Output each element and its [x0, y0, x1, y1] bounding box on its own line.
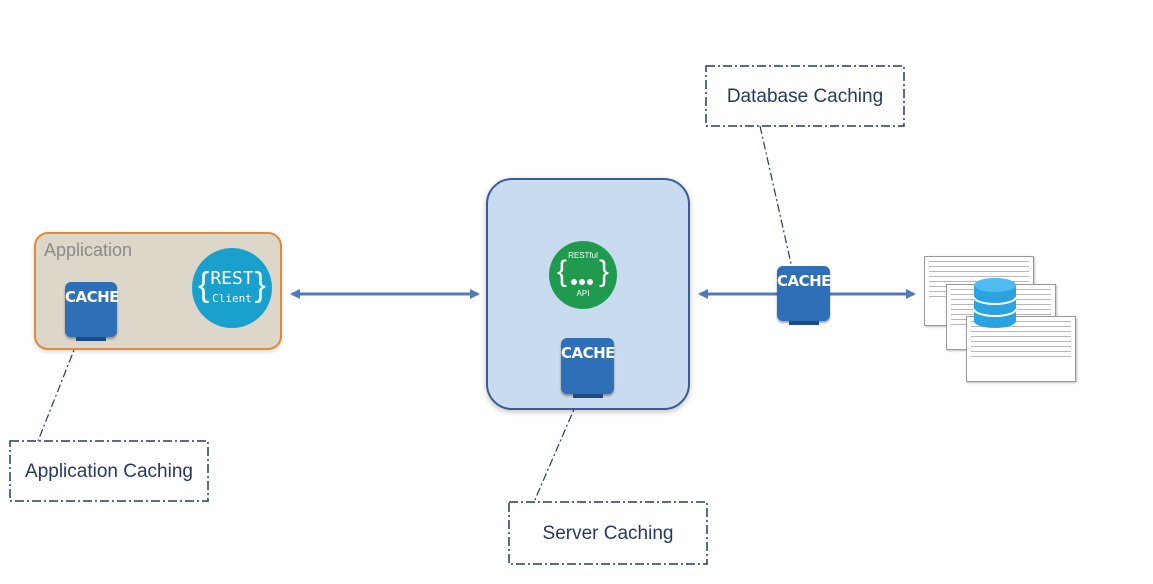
database-icon [973, 278, 1017, 328]
frame-application-caching [9, 440, 209, 502]
restful-api-icon: RESTful { } API [549, 241, 617, 309]
server-cache-label: CACHE [561, 344, 615, 362]
rest-client-top-text: REST [210, 268, 254, 289]
server-caching-label: Server Caching [542, 523, 674, 544]
application-cache: CACHE [65, 282, 119, 341]
leader-database [759, 125, 793, 269]
restful-api-top-text: RESTful [568, 251, 598, 260]
application-title: Application [44, 240, 133, 260]
rest-client-brace-left: { [198, 266, 210, 304]
frame-database-caching [705, 65, 905, 127]
leader-application [37, 339, 79, 442]
rest-client-brace-right: } [254, 266, 266, 304]
restful-api-brace-left: { [557, 255, 568, 288]
restful-api-bottom-text: API [576, 289, 590, 298]
restful-api-dots [571, 272, 595, 290]
application-cache-label: CACHE [65, 288, 119, 306]
frame-server-caching [508, 501, 708, 565]
rest-client-icon: { REST Client } [192, 248, 272, 328]
database-cache-label: CACHE [777, 272, 831, 290]
leader-server [533, 399, 579, 503]
rest-client-bottom-text: Client [212, 292, 252, 305]
database-cache: CACHE [777, 266, 831, 325]
database-caching-label: Database Caching [726, 86, 884, 107]
restful-api-brace-right: } [598, 255, 609, 288]
server-cache: CACHE [561, 338, 615, 398]
application-caching-label: Application Caching [25, 461, 193, 482]
